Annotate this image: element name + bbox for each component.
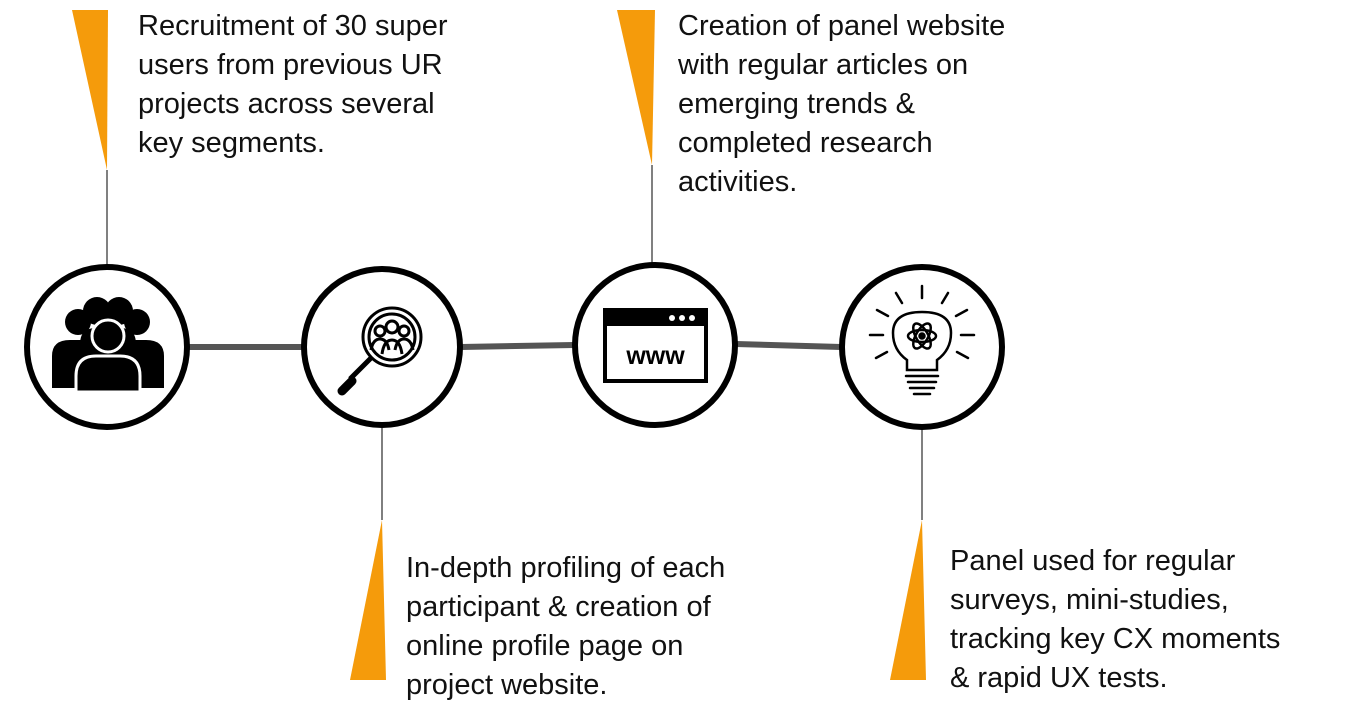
step-2-line-2: participant & creation of bbox=[406, 591, 711, 623]
www-label: www bbox=[625, 342, 685, 370]
step-4-line-2: surveys, mini-studies, bbox=[950, 584, 1229, 616]
connector-2-3 bbox=[460, 342, 575, 350]
step-3-line-1: Creation of panel website bbox=[678, 10, 1006, 42]
magnifier-people-icon bbox=[337, 306, 423, 396]
step-3-line-5: activities. bbox=[678, 166, 798, 198]
step-3-line-4: completed research bbox=[678, 127, 933, 159]
accent-markers bbox=[72, 10, 926, 680]
step-4-line-3: tracking key CX moments bbox=[950, 623, 1281, 655]
step-1-line-3: projects across several bbox=[138, 88, 435, 120]
orange-wedge-marker-4 bbox=[890, 520, 926, 680]
timeline-connectors bbox=[187, 341, 842, 350]
step-2-line-3: online profile page on bbox=[406, 630, 684, 662]
step-3-line-2: with regular articles on bbox=[678, 49, 969, 81]
step-2-description: In-depth profiling of each participant &… bbox=[406, 549, 725, 705]
orange-wedge-marker-1 bbox=[72, 10, 108, 170]
connector-3-4 bbox=[735, 341, 842, 350]
step-1-description: Recruitment of 30 super users from previ… bbox=[138, 7, 447, 163]
step-1-line-4: key segments. bbox=[138, 127, 325, 159]
step-circle-2 bbox=[301, 266, 463, 428]
step-1-line-2: users from previous UR bbox=[138, 49, 443, 81]
step-3-description: Creation of panel website with regular a… bbox=[678, 7, 1005, 202]
step-4-description: Panel used for regular surveys, mini-stu… bbox=[950, 542, 1280, 698]
lightbulb-atom-icon bbox=[868, 284, 976, 396]
step-2-line-4: project website. bbox=[406, 669, 608, 701]
orange-wedge-marker-2 bbox=[350, 520, 386, 680]
orange-wedge-marker-3 bbox=[617, 10, 655, 165]
step-1-line-1: Recruitment of 30 super bbox=[138, 10, 448, 42]
group-of-people-icon bbox=[52, 297, 164, 394]
step-circle-3 bbox=[572, 262, 738, 428]
step-3-line-3: emerging trends & bbox=[678, 88, 915, 120]
step-2-line-1: In-depth profiling of each bbox=[406, 552, 726, 584]
step-4-line-4: & rapid UX tests. bbox=[950, 662, 1168, 694]
browser-www-icon: www bbox=[603, 308, 708, 383]
leader-lines bbox=[106, 165, 923, 520]
step-4-line-1: Panel used for regular bbox=[950, 545, 1236, 577]
